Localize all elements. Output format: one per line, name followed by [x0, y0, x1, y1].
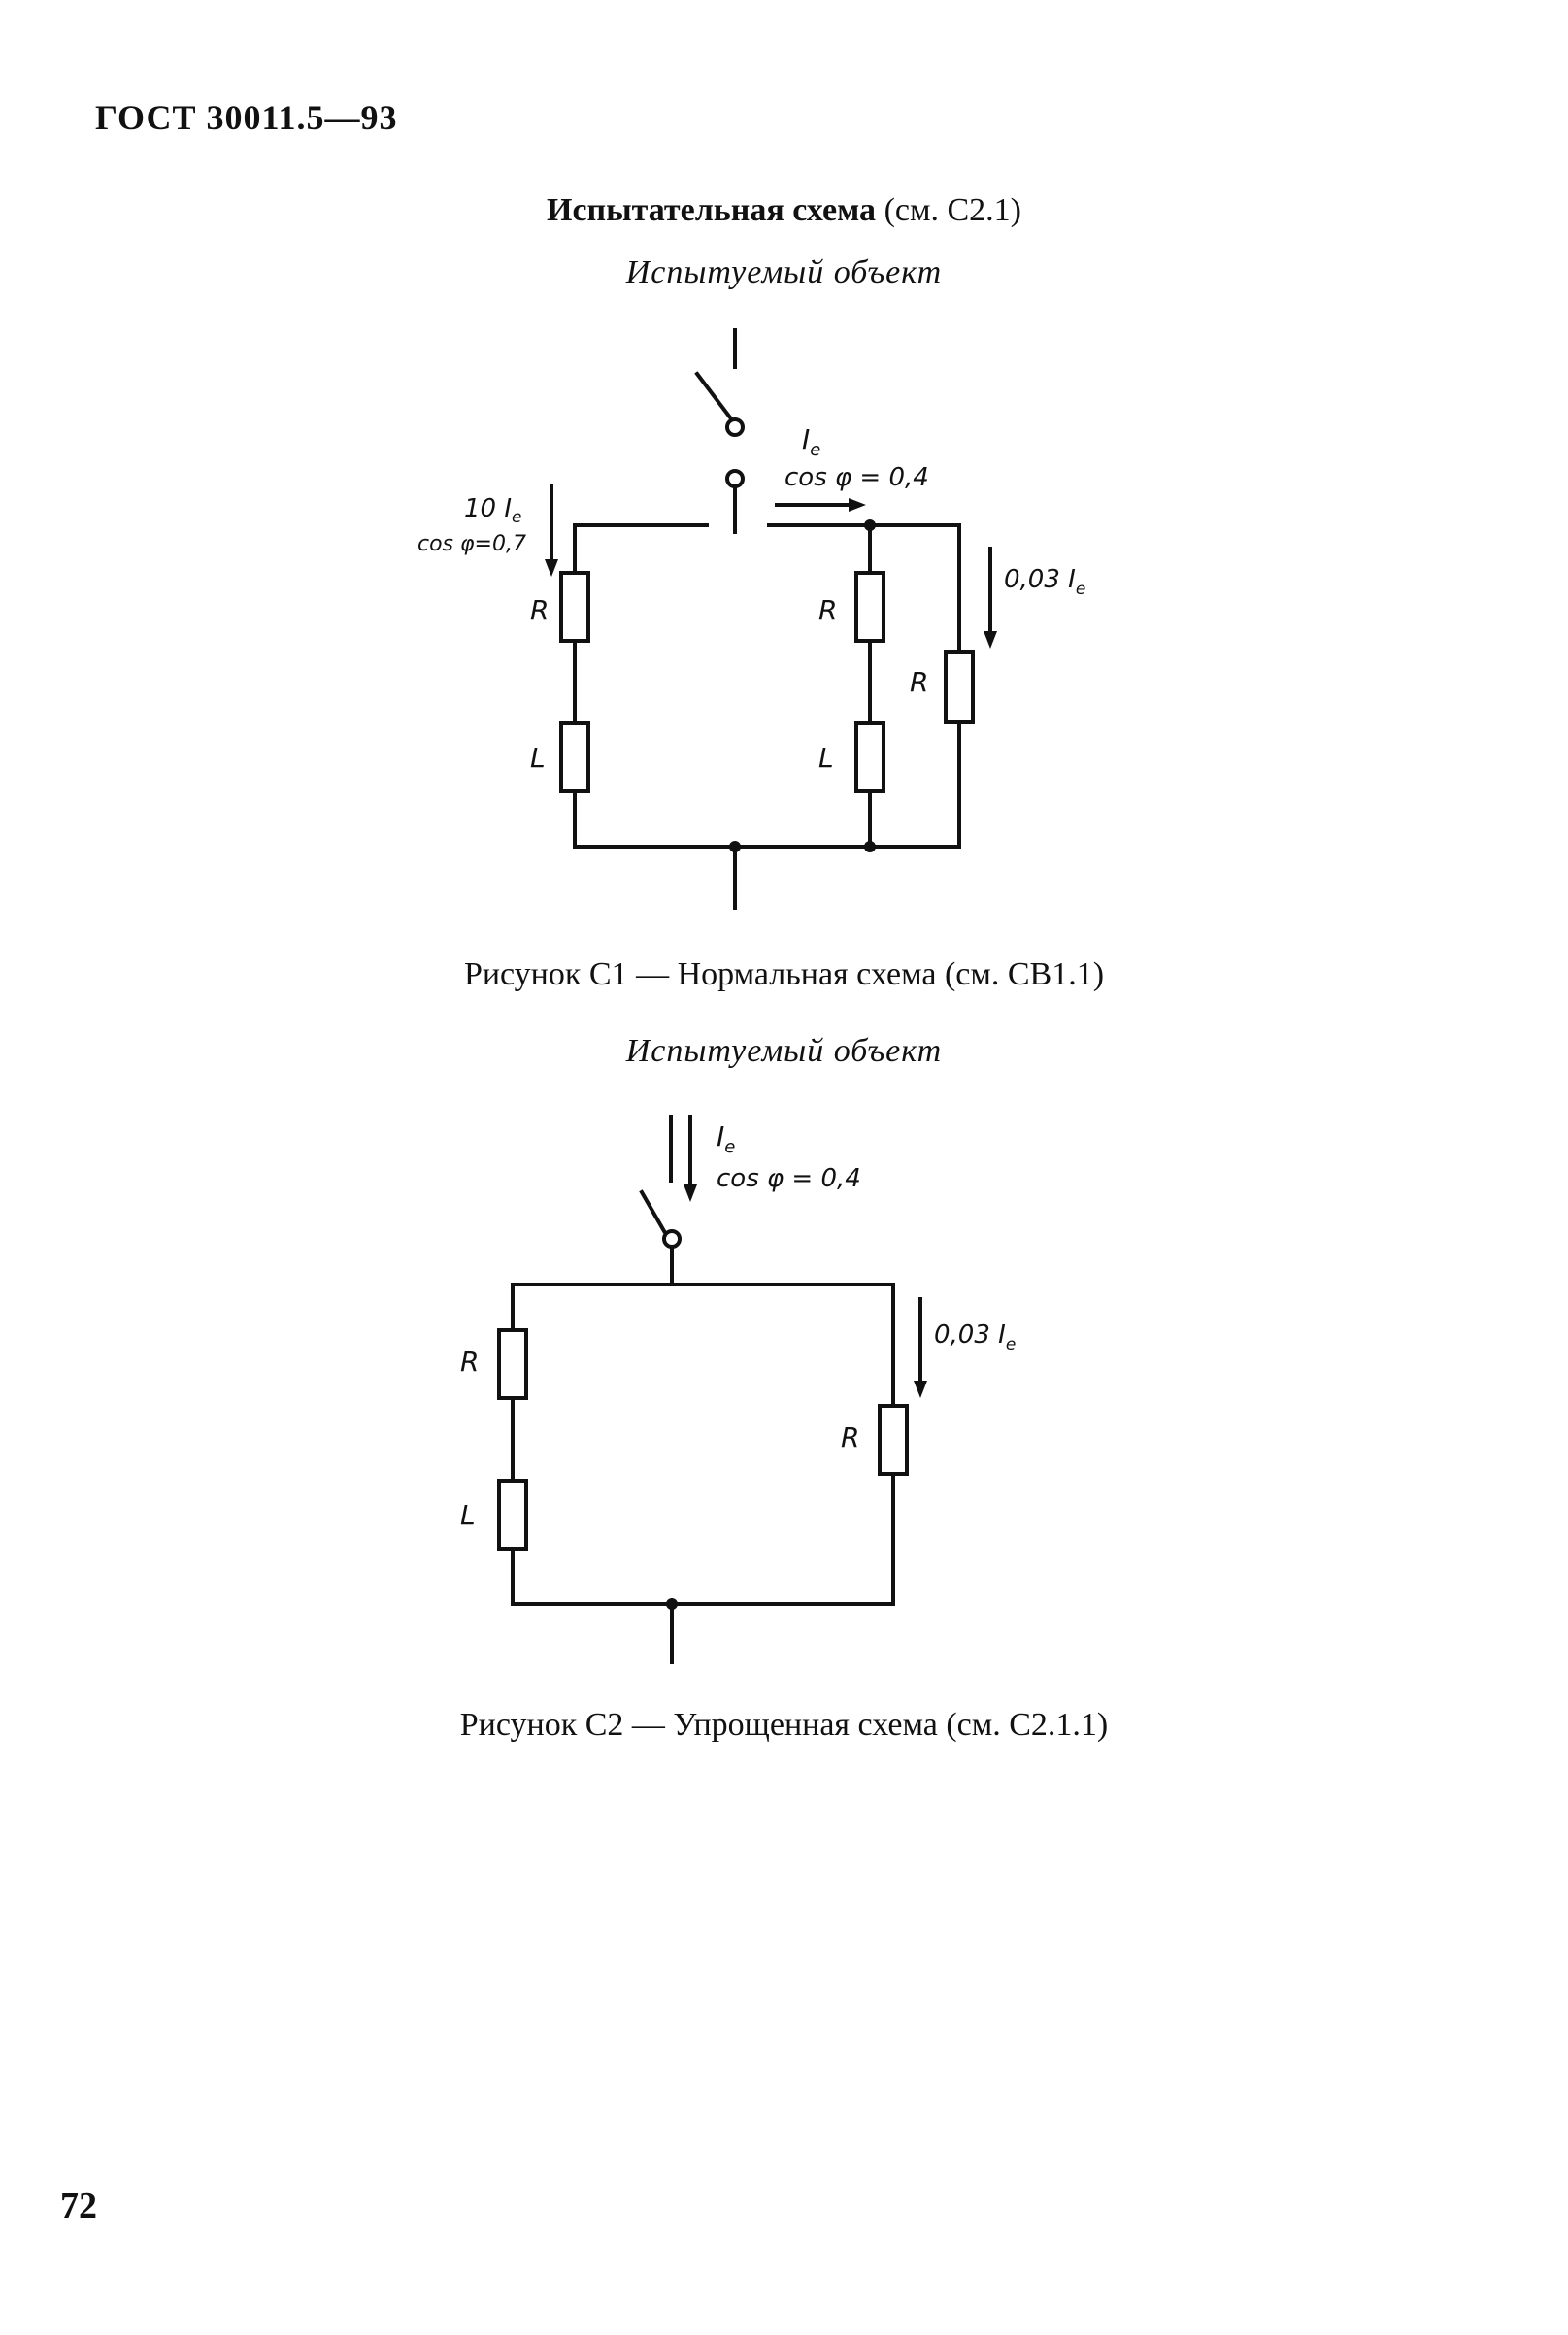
fig2-resistor-R-left — [497, 1328, 528, 1400]
fig1-resistor-R-left — [559, 571, 590, 643]
fig2-label-R-left: R — [460, 1346, 479, 1378]
fig1-label-L-left: L — [530, 742, 546, 774]
section-title-bold: Испытательная схема — [547, 192, 877, 228]
figure2-caption: Рисунок С2 — Упрощенная схема (см. С2.1.… — [459, 1707, 1109, 1743]
fig2-arrow-right-head — [914, 1381, 927, 1398]
fig1-current-left-sub: e — [512, 508, 521, 527]
fig2-label-R-right: R — [841, 1421, 859, 1453]
fig1-cos-main: cos φ = 0,4 — [784, 463, 929, 492]
fig1-junction-top — [864, 519, 876, 531]
fig1-label-R-right: R — [910, 666, 928, 698]
fig1-arrow-right-head — [984, 631, 997, 649]
fig2-switch-blade — [639, 1189, 667, 1234]
figure2-object-label: Испытуемый объект — [625, 1033, 943, 1069]
fig1-resistor-R-right — [944, 650, 975, 724]
fig2-current-main-sub: e — [724, 1137, 735, 1157]
fig1-switch-contact-upper — [725, 417, 745, 437]
svg-text:Ie: Ie — [802, 423, 820, 460]
fig2-current-right: 0,03 I — [934, 1320, 1006, 1350]
fig2-switch-contact — [662, 1229, 682, 1249]
page-number: 72 — [60, 2185, 97, 2226]
fig1-junction-bottom-mid — [864, 841, 876, 852]
section-title: Испытательная схема (см. С2.1) — [0, 192, 1568, 229]
fig2-arrow-main-head — [684, 1184, 697, 1202]
section-title-ref: (см. С2.1) — [876, 192, 1021, 228]
fig1-current-right: 0,03 I — [1004, 565, 1076, 594]
fig1-inductor-L-mid — [854, 721, 885, 793]
fig1-resistor-R-mid — [854, 571, 885, 643]
fig1-label-R-mid: R — [818, 594, 837, 626]
fig2-label-L-left: L — [460, 1499, 476, 1531]
fig1-current-main-sub: e — [810, 440, 820, 460]
fig1-arrow-left-head — [545, 559, 558, 577]
fig1-current-left: 10 I — [464, 494, 512, 523]
fig1-current-right-sub: e — [1076, 580, 1085, 599]
fig2-resistor-R-right — [878, 1404, 909, 1476]
fig2-current-right-sub: e — [1006, 1335, 1016, 1354]
svg-text:0,03 Ie: 0,03 Ie — [1004, 565, 1085, 599]
fig1-inductor-L-left — [559, 721, 590, 793]
fig1-current-main: I — [802, 423, 810, 455]
figure1-object-label: Испытуемый объект — [625, 254, 943, 290]
fig2-cos-main: cos φ = 0,4 — [717, 1164, 861, 1193]
fig1-junction-bottom-center — [729, 841, 741, 852]
fig1-switch-blade — [694, 371, 733, 420]
figure1-circuit — [550, 328, 992, 910]
svg-text:0,03 Ie: 0,03 Ie — [934, 1320, 1016, 1354]
fig1-switch-contact-lower — [725, 469, 745, 488]
fig1-label-R-left: R — [530, 594, 549, 626]
svg-text:Ie: Ie — [717, 1120, 735, 1157]
svg-text:10 Ie: 10 Ie — [464, 494, 522, 527]
fig2-current-main: I — [717, 1120, 724, 1152]
figure2-circuit — [497, 1115, 922, 1664]
fig1-cos-left: cos φ=0,7 — [417, 532, 526, 556]
fig2-junction-bottom — [666, 1598, 678, 1610]
fig2-inductor-L-left — [497, 1479, 528, 1551]
figure1-caption: Рисунок С1 — Нормальная схема (см. СВ1.1… — [463, 956, 1105, 992]
fig1-label-L-mid: L — [818, 742, 834, 774]
standard-header: ГОСТ 30011.5—93 — [95, 98, 398, 137]
fig1-arrow-main-head — [849, 498, 866, 512]
